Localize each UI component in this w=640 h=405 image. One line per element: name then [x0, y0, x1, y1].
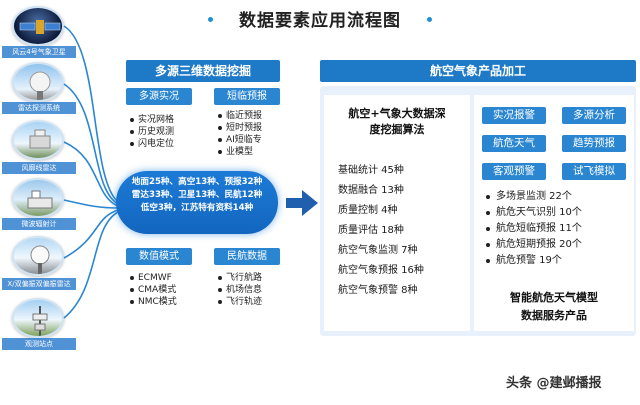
list-item: 基础统计 45种 [338, 165, 404, 176]
wind-profiler-icon [12, 120, 64, 160]
title-dot-left [208, 17, 213, 22]
source-label-wind-profiler: 风廓线雷达 [2, 162, 76, 174]
list-item: 飞行航路 [218, 272, 262, 284]
title-area: 数据要素应用流程图 [200, 6, 440, 31]
source-label-station: 观测站点 [2, 338, 76, 350]
tag-trend-forecast: 趋势预报 [562, 135, 626, 152]
mining-header: 多源三维数据挖掘 [126, 60, 280, 82]
tag-numerical-model: 数值模式 [126, 248, 192, 265]
source-label-radar: 雷达探测系统 [2, 102, 76, 114]
service-product-title: 智能航危天气模型 数据服务产品 [474, 289, 634, 325]
data-sources-column: 风云4号气象卫星 雷达探测系统 风廓线雷达 微波辐射计 X/双偏振双偏振雷达 观… [2, 2, 76, 354]
data-volume-line: 雷达33种、卫星13种、民航12种 [131, 190, 263, 200]
weather-station-icon [12, 298, 64, 338]
satellite-icon [12, 6, 64, 46]
multi-source-list: 实况网格 历史观测 闪电定位 [130, 114, 174, 150]
list-item: 航空气象监测 7种 [338, 245, 418, 256]
product-card [474, 95, 634, 331]
list-item: 航空气象预报 16种 [338, 265, 424, 276]
list-item: 航危短临预报 11个 [486, 221, 582, 237]
list-item: 机场信息 [218, 284, 262, 296]
tag-live-alert: 实况报警 [482, 107, 546, 124]
page-title: 数据要素应用流程图 [239, 11, 401, 31]
source-label-dual-pol: X/双偏振双偏振雷达 [2, 278, 76, 290]
flow-arrow-icon [286, 190, 318, 216]
tag-flight-test-sim: 试飞模拟 [562, 163, 626, 180]
algorithm-title: 航空+气象大数据深 度挖掘算法 [324, 106, 470, 138]
radar-icon [12, 62, 64, 102]
title-dot-right [427, 17, 432, 22]
list-item: 多场景监测 22个 [486, 189, 582, 205]
list-item: 航空气象预警 8种 [338, 285, 418, 296]
list-item: 航危短期预报 20个 [486, 237, 582, 253]
list-item: 临近预报 [218, 110, 262, 122]
tag-multi-source: 多源实况 [126, 88, 192, 105]
algorithm-list: 基础统计 45种 数据融合 13种 质量控制 4种 质量评估 18种 航空气象监… [338, 161, 424, 301]
aviation-data-list: 飞行航路 机场信息 飞行轨迹 [218, 272, 262, 308]
algorithm-card [324, 95, 470, 331]
list-item: CMA模式 [130, 284, 177, 296]
nowcast-list: 临近预报 短时预报 AI短临专 业模型 [218, 110, 262, 158]
tag-nowcast: 短临预报 [214, 88, 280, 105]
list-item: 航危预警 19个 [486, 253, 582, 269]
tag-aviation-data: 民航数据 [214, 248, 280, 265]
list-item: 数据融合 13种 [338, 185, 404, 196]
list-item: 短时预报 [218, 122, 262, 134]
numerical-model-list: ECMWF CMA模式 NMC模式 [130, 272, 177, 308]
algorithm-title-line: 度挖掘算法 [369, 123, 425, 136]
watermark: 头条 @建邺播报 [506, 376, 602, 391]
dual-pol-radar-icon [12, 236, 64, 276]
data-volume-line: 低空3种，江苏特有资料14种 [140, 203, 254, 213]
source-label-microwave: 微波辐射计 [2, 218, 76, 230]
list-item: 实况网格 [130, 114, 174, 126]
list-item-continuation: 业模型 [218, 146, 262, 158]
source-label-satellite: 风云4号气象卫星 [2, 46, 76, 58]
list-item: 历史观测 [130, 126, 174, 138]
data-volume-line: 地面25种、高空13种、预报32种 [131, 177, 263, 187]
tag-objective-warning: 客观预警 [482, 163, 546, 180]
algorithm-title-line: 航空+气象大数据深 [348, 107, 446, 120]
service-line: 智能航危天气模型 [510, 291, 598, 304]
source-connector-lines [63, 25, 119, 319]
list-item: 闪电定位 [130, 138, 174, 150]
list-item: 航危天气识别 10个 [486, 205, 582, 221]
service-line: 数据服务产品 [521, 309, 587, 322]
list-item: NMC模式 [130, 296, 177, 308]
list-item: 质量评估 18种 [338, 225, 404, 236]
list-item: ECMWF [130, 272, 177, 284]
data-volume-pill: 地面25种、高空13种、预报32种 雷达33种、卫星13种、民航12种 低空3种… [116, 171, 278, 234]
product-stats-list: 多场景监测 22个 航危天气识别 10个 航危短临预报 11个 航危短期预报 2… [486, 189, 582, 269]
list-item: 飞行轨迹 [218, 296, 262, 308]
tag-multi-source-analysis: 多源分析 [562, 107, 626, 124]
list-item: AI短临专 [218, 134, 262, 146]
microwave-radiometer-icon [12, 178, 64, 218]
tag-hazard-weather: 航危天气 [482, 135, 546, 152]
products-header: 航空气象产品加工 [320, 60, 636, 82]
list-item: 质量控制 4种 [338, 205, 398, 216]
